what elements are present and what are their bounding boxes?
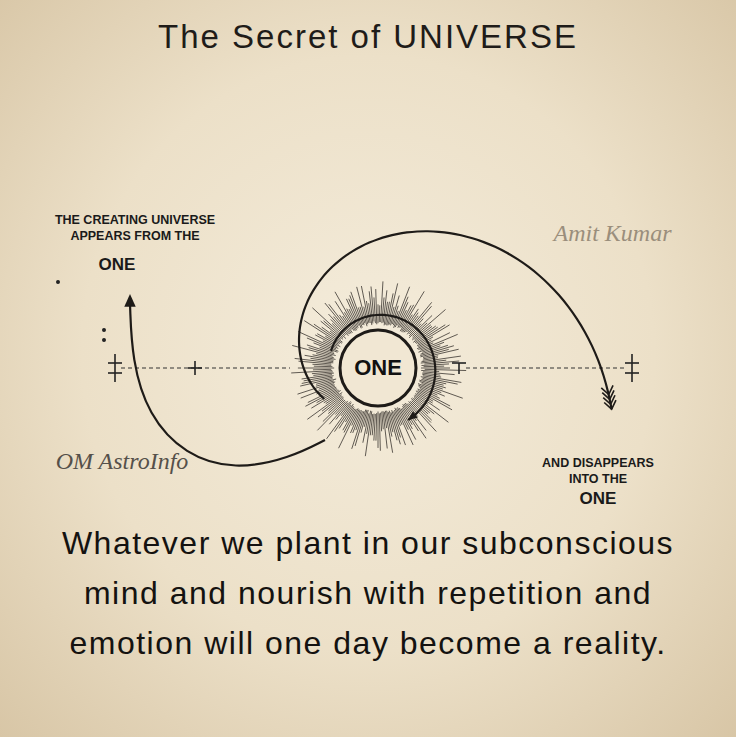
ray-stroke <box>313 369 331 371</box>
center-label: ONE <box>354 355 402 381</box>
ray-stroke <box>389 411 397 441</box>
ray-stroke <box>388 283 398 325</box>
outer-spiral <box>299 231 612 409</box>
callout-text: AND DISAPPEARS INTO THE <box>530 456 666 487</box>
watermark: OM AstroInfo <box>22 447 222 476</box>
callout-text: ONE <box>85 255 149 275</box>
cross-symbol <box>625 372 639 374</box>
creating-arrow <box>130 304 325 466</box>
ray-stroke <box>422 374 441 377</box>
ray-stroke <box>385 411 392 453</box>
ray-stroke <box>369 303 372 325</box>
ray-stroke <box>414 396 449 423</box>
ray-stroke <box>298 332 336 349</box>
ray-stroke <box>375 413 377 441</box>
ray-stroke <box>374 297 375 323</box>
ray-stroke <box>378 412 379 448</box>
arrow-head <box>124 294 135 307</box>
callout-text: ONE <box>560 489 636 509</box>
fletching <box>601 385 613 394</box>
caption: Whatever we plant in our subconscious mi… <box>48 518 688 668</box>
ray-stroke <box>420 349 448 356</box>
cross-symbol <box>108 362 122 364</box>
dot-mark <box>103 329 105 331</box>
ray-stroke <box>312 364 331 365</box>
ray-stroke <box>379 413 380 450</box>
ray-stroke <box>308 388 337 402</box>
cross-symbol <box>631 354 633 382</box>
ray-stroke <box>312 372 333 374</box>
title: The Secret of UNIVERSE <box>0 18 736 56</box>
ray-stroke <box>298 361 331 364</box>
cross-symbol <box>114 354 116 382</box>
cross-symbol <box>625 362 639 364</box>
dot-mark <box>57 281 59 283</box>
ray-stroke <box>291 371 332 373</box>
cross-symbol <box>108 372 122 374</box>
ray-stroke <box>369 291 373 323</box>
ray-stroke <box>420 334 457 350</box>
ray-stroke <box>381 413 382 432</box>
dashed-axis <box>121 367 290 368</box>
ray-stroke <box>376 289 377 324</box>
ray-stroke <box>418 389 451 406</box>
center-circle: ONE <box>338 328 418 408</box>
circle-outline <box>340 330 416 406</box>
minus-symbol <box>458 363 460 374</box>
ray-ring <box>291 281 466 456</box>
ray-stroke <box>382 412 384 430</box>
dot-mark <box>103 339 105 341</box>
circle-content: ONE <box>338 328 418 408</box>
ray-stroke <box>423 349 459 357</box>
ray-stroke <box>421 370 439 371</box>
ray-stroke <box>383 411 387 448</box>
ray-stroke <box>314 366 333 368</box>
ray-stroke <box>424 366 445 368</box>
arrow-head <box>408 411 418 420</box>
ray-stroke <box>358 307 364 325</box>
ray-stroke <box>335 292 357 331</box>
inner-spiral <box>331 315 435 420</box>
ray-stroke <box>412 309 445 338</box>
watermark: Amit Kumar <box>505 219 720 248</box>
spiral-arrows <box>124 231 616 465</box>
callout-text: THE CREATING UNIVERSE APPEARS FROM THE <box>35 213 235 244</box>
ray-stroke <box>327 405 352 439</box>
ray-stroke <box>423 372 455 375</box>
ray-stroke <box>300 379 332 387</box>
ray-stroke <box>416 325 445 344</box>
plus-symbol <box>188 367 202 369</box>
ray-stroke <box>425 369 466 370</box>
